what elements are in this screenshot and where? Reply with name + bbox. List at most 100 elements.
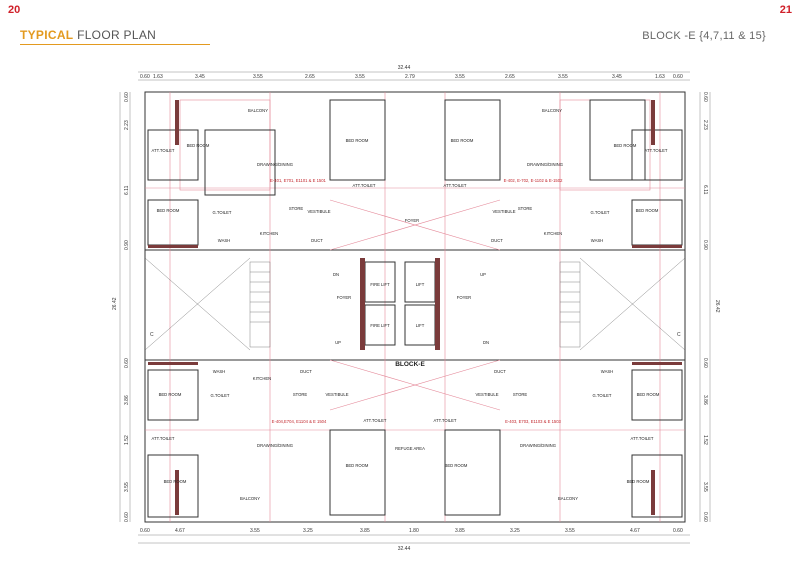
kitchen-label-3: KITCHEN — [253, 376, 271, 381]
fire-lift-label-2: FIRE LIFT — [370, 323, 390, 328]
bed-room-label-11: BED ROOM — [164, 479, 187, 484]
dim-left-4: 0.90 — [124, 240, 130, 250]
store-label-2: STORE — [518, 206, 533, 211]
dn-label-1: DN — [333, 272, 339, 277]
store-label-4: STORE — [513, 392, 528, 397]
dim-top-2: 1.63 — [153, 74, 163, 80]
dim-right-5: 0.60 — [702, 358, 708, 368]
section-marker-right: C — [677, 332, 681, 338]
dim-left-6: 3.86 — [124, 395, 130, 405]
dim-left-7: 1.52 — [124, 435, 130, 445]
dim-right-overall: 26.42 — [714, 300, 720, 313]
dim-top-3: 3.45 — [195, 74, 205, 80]
refuge-area-label: REFUGE AREA — [395, 446, 425, 451]
bed-room-label-8: BED ROOM — [637, 392, 660, 397]
dim-bottom-7: 3.85 — [455, 528, 465, 534]
duct-label-3: DUCT — [300, 369, 312, 374]
vestibule-label-3: VESTIBULE — [325, 392, 348, 397]
vestibule-label-2: VESTIBULE — [492, 209, 515, 214]
bed-room-label-5: BED ROOM — [157, 208, 180, 213]
balcony-label-br: BALCONY — [558, 496, 578, 501]
dim-right-1: 0.60 — [702, 92, 708, 102]
duct-label-2: DUCT — [491, 238, 503, 243]
block-label: BLOCK -E {4,7,11 & 15} — [642, 30, 766, 42]
dim-bottom-5: 3.85 — [360, 528, 370, 534]
dim-top-overall: 32.44 — [398, 65, 411, 71]
bed-room-label-4: BED ROOM — [614, 143, 637, 148]
dim-right-6: 3.86 — [702, 395, 708, 405]
dim-left-8: 3.55 — [124, 482, 130, 492]
bed-room-label-1: BED ROOM — [187, 143, 210, 148]
up-label-1: UP — [480, 272, 486, 277]
dim-top-10: 3.55 — [558, 74, 568, 80]
title-underline — [20, 44, 210, 45]
unit-tag-bl: E-404,E704, E1104 & E 1504 — [272, 419, 327, 424]
dim-right-2: 2.23 — [702, 120, 708, 130]
vestibule-label-4: VESTIBULE — [475, 392, 498, 397]
dim-bottom-3: 3.55 — [250, 528, 260, 534]
dim-bottom-10: 4.67 — [630, 528, 640, 534]
dim-bottom-overall: 32.44 — [398, 546, 411, 552]
bed-room-label-7: BED ROOM — [159, 392, 182, 397]
dim-right-9: 0.60 — [702, 512, 708, 522]
att-toilet-label-4: ATT.TOILET — [645, 148, 668, 153]
page-title: TYPICAL FLOOR PLAN — [20, 28, 156, 42]
dim-left-1: 0.60 — [124, 92, 130, 102]
drawing-dining-label-2: DRAWING/DINING — [527, 162, 563, 167]
dim-right-3: 6.11 — [702, 185, 708, 195]
section-marker-left: C — [150, 332, 154, 338]
dim-right-8: 3.55 — [702, 482, 708, 492]
dim-left-overall: 26.42 — [112, 297, 118, 310]
dim-top-13: 0.60 — [673, 74, 683, 80]
att-toilet-label-2: ATT.TOILET — [353, 183, 376, 188]
g-toilet-label-4: G.TOILET — [592, 393, 611, 398]
kitchen-label-1: KITCHEN — [260, 231, 278, 236]
lift-label-2: LIFT — [416, 323, 425, 328]
unit-tag-tr: E-402, E-702, E-1102 & E-1502 — [504, 178, 563, 183]
dim-top-1: 0.60 — [140, 74, 150, 80]
duct-label-1: DUCT — [311, 238, 323, 243]
kitchen-label-2: KITCHEN — [544, 231, 562, 236]
dim-top-6: 3.55 — [355, 74, 365, 80]
dn-label-2: DN — [483, 340, 489, 345]
drawing-dining-label-3: DRAWING/DINING — [257, 443, 293, 448]
dim-left-5: 0.60 — [124, 358, 130, 368]
dim-right-7: 1.52 — [702, 435, 708, 445]
page-title-rest: FLOOR PLAN — [77, 28, 157, 42]
lift-label-1: LIFT — [416, 282, 425, 287]
page-number-right: 21 — [779, 4, 792, 16]
bed-room-label-2: BED ROOM — [346, 138, 369, 143]
dim-left-9: 0.60 — [124, 512, 130, 522]
dim-bottom-11: 0.60 — [673, 528, 683, 534]
block-name: BLOCK-E — [395, 361, 425, 368]
wash-label-2: WASH — [591, 238, 603, 243]
att-toilet-label-3: ATT.TOILET — [444, 183, 467, 188]
up-label-2: UP — [335, 340, 341, 345]
g-toilet-label-3: G.TOILET — [210, 393, 229, 398]
g-toilet-label-2: G.TOILET — [590, 210, 609, 215]
dim-right-4: 0.90 — [702, 240, 708, 250]
balcony-label-bl: BALCONY — [240, 496, 260, 501]
g-toilet-label-1: G.TOILET — [212, 210, 231, 215]
dim-top-7: 2.79 — [405, 74, 415, 80]
foyer-label-right: FOYER — [457, 295, 471, 300]
balcony-label-tl: BALCONY — [248, 108, 268, 113]
att-toilet-label-7: ATT.TOILET — [152, 436, 175, 441]
wash-label-1: WASH — [218, 238, 230, 243]
drawing-dining-label-1: DRAWING/DINING — [257, 162, 293, 167]
dim-bottom-8: 3.25 — [510, 528, 520, 534]
dim-bottom-2: 4.67 — [175, 528, 185, 534]
dim-top-5: 2.65 — [305, 74, 315, 80]
dim-top-11: 3.45 — [612, 74, 622, 80]
dim-left-2: 2.23 — [124, 120, 130, 130]
page-number-left: 20 — [8, 4, 21, 16]
dim-top-8: 3.55 — [455, 74, 465, 80]
bed-room-label-9: BED ROOM — [346, 463, 369, 468]
bed-room-label-6: BED ROOM — [636, 208, 659, 213]
dim-bottom-1: 0.60 — [140, 528, 150, 534]
bed-room-label-10: BED ROOM — [445, 463, 468, 468]
dim-left-3: 6.11 — [124, 185, 130, 195]
bed-room-label-3: BED ROOM — [451, 138, 474, 143]
vestibule-label-1: VESTIBULE — [307, 209, 330, 214]
